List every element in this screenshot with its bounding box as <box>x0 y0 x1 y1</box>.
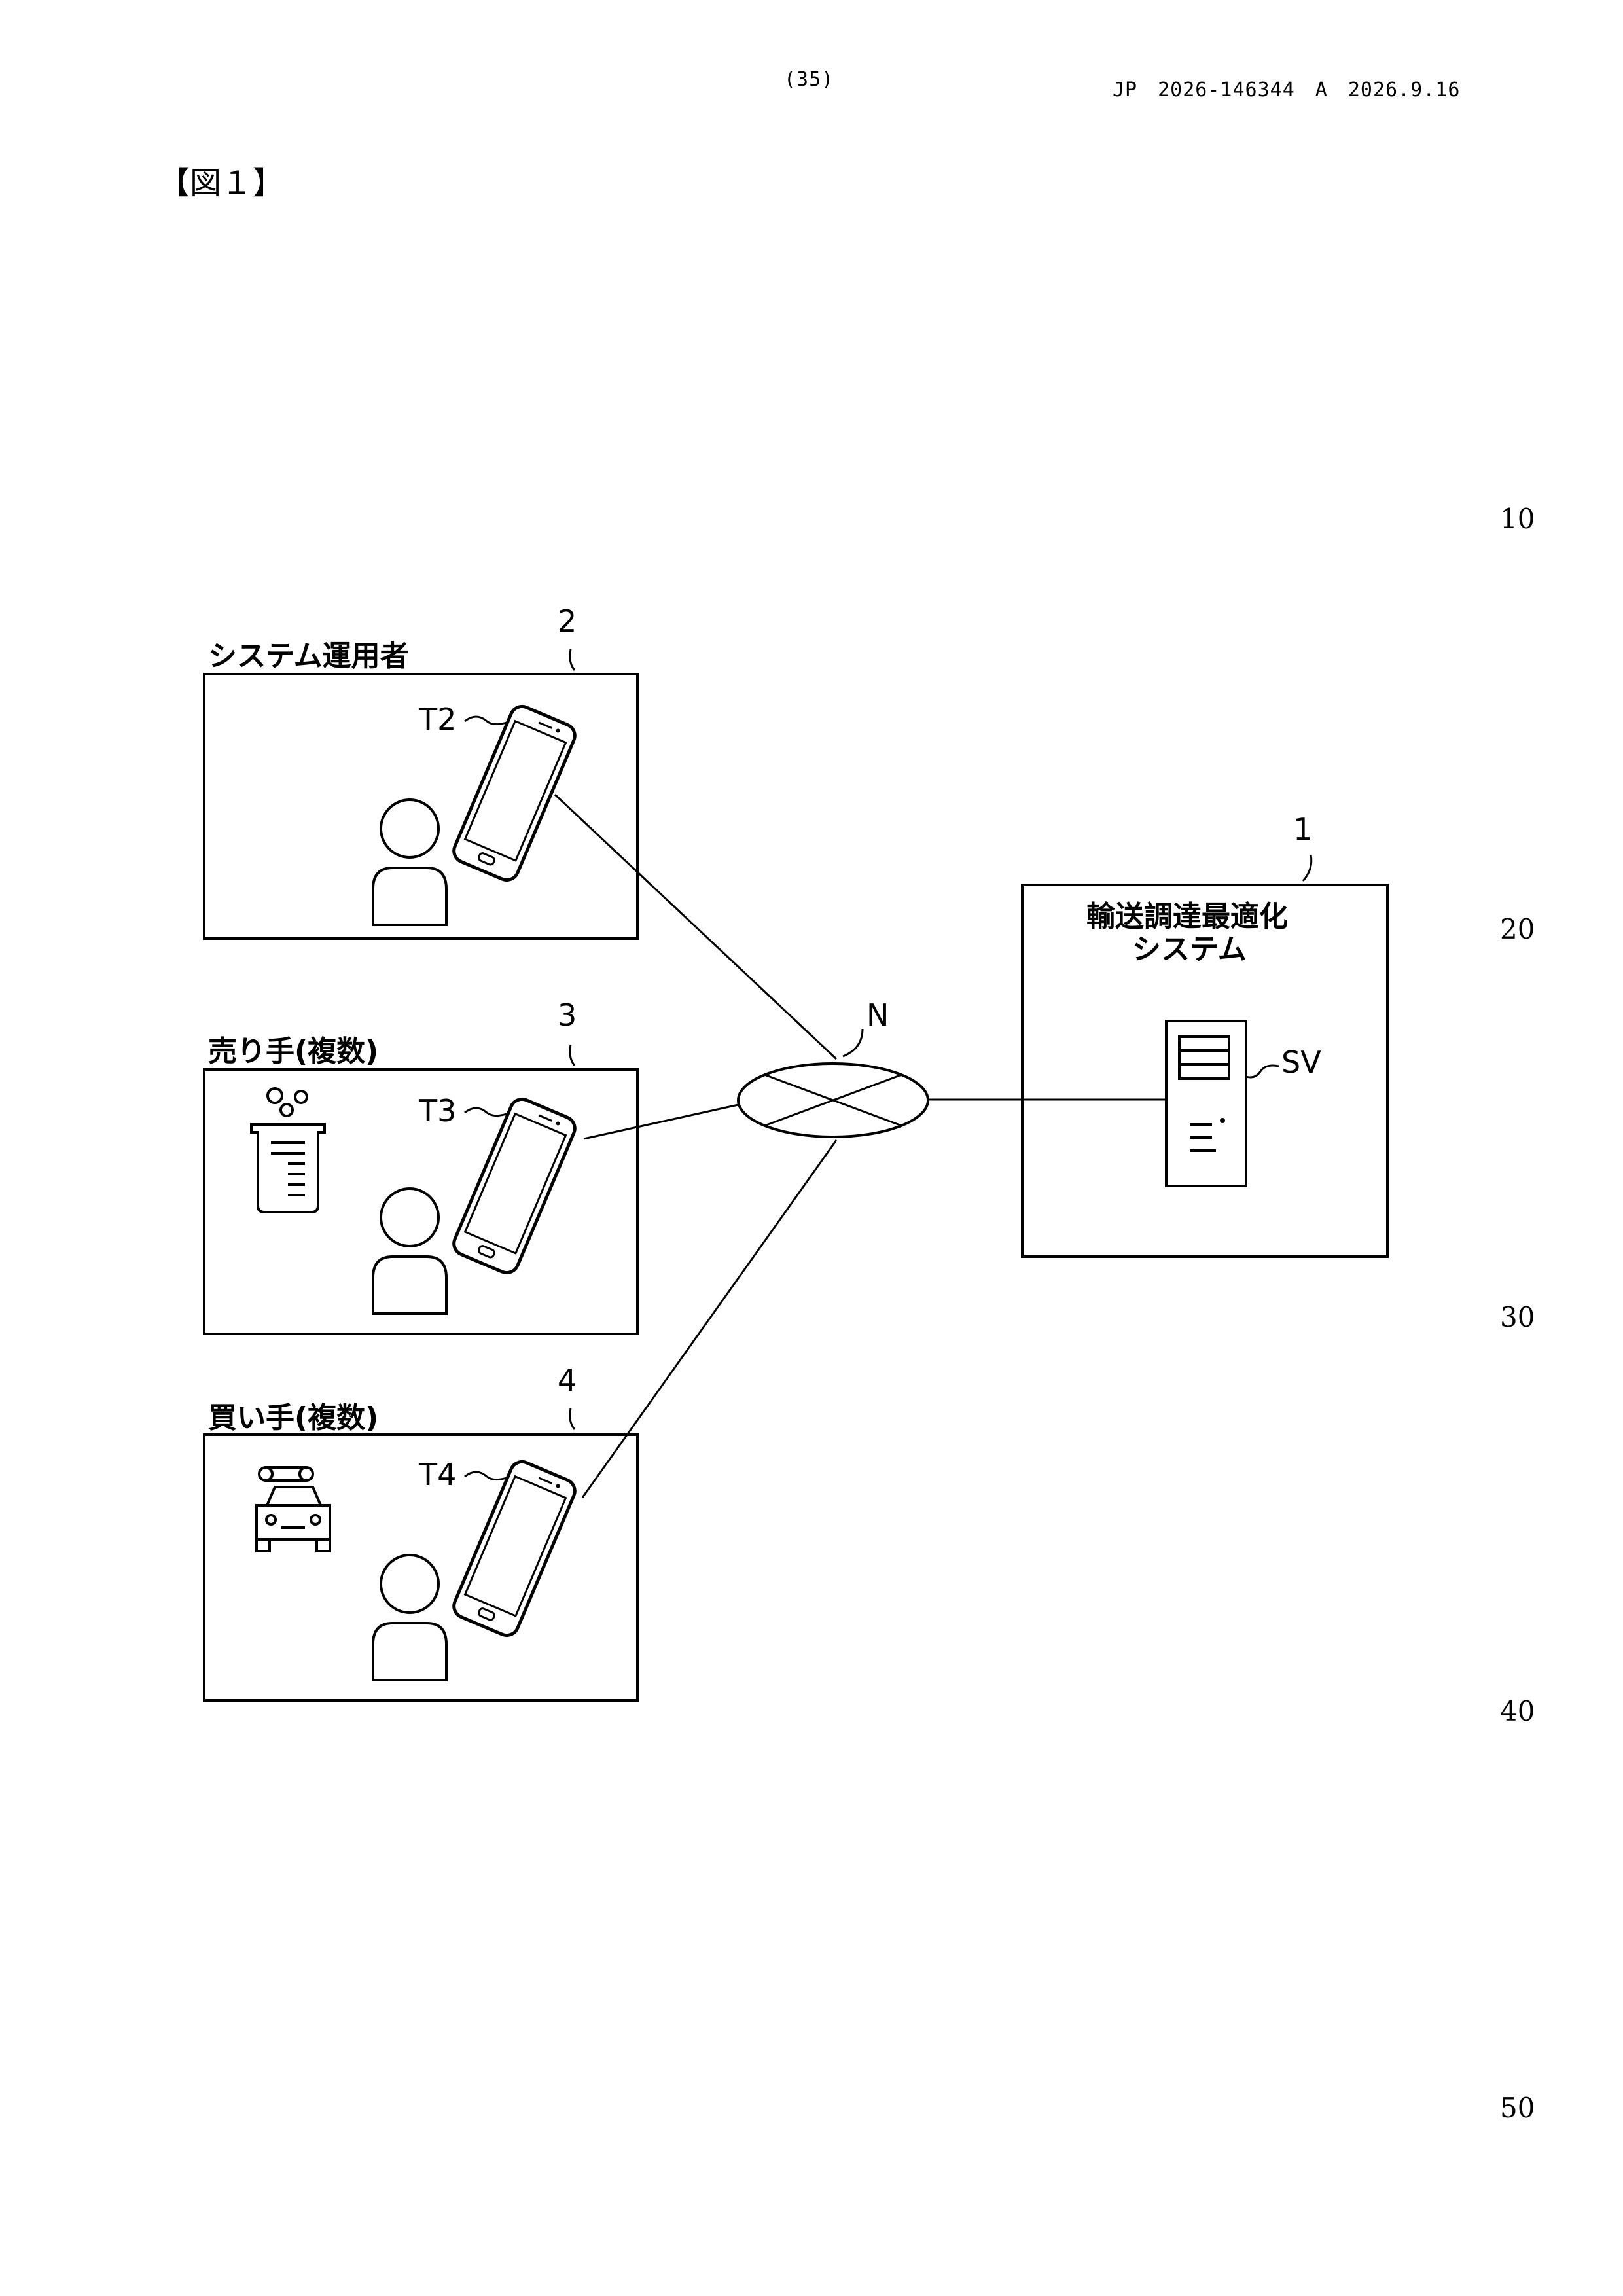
link-operator-network <box>555 795 836 1059</box>
leader-2 <box>570 649 575 670</box>
operator-box-title: システム運用者 <box>208 632 409 674</box>
leader-4 <box>570 1408 575 1429</box>
server-label: SV <box>1281 1045 1321 1080</box>
leader-T3 <box>465 1108 507 1116</box>
leader-SV <box>1246 1066 1279 1077</box>
person-icon <box>373 1189 446 1314</box>
system-box-title-line2: システム <box>1132 925 1247 967</box>
leader-N <box>843 1029 863 1056</box>
ref-number-1: 1 <box>1293 812 1312 847</box>
car-repair-icon <box>257 1467 330 1551</box>
buyer-box-title: 買い手(複数) <box>208 1394 378 1436</box>
server-icon <box>1166 1021 1246 1186</box>
ref-number-4: 4 <box>558 1363 577 1398</box>
link-seller-network <box>584 1105 738 1139</box>
network-label: N <box>866 997 889 1033</box>
link-buyer-network <box>582 1140 836 1498</box>
leader-3 <box>570 1045 575 1066</box>
ref-number-2: 2 <box>558 603 577 639</box>
smartphone-icon <box>450 1096 579 1276</box>
smartphone-icon <box>450 1458 579 1639</box>
terminal-label-t4: T4 <box>419 1457 456 1492</box>
leader-1 <box>1303 855 1311 881</box>
seller-box-title: 売り手(複数) <box>208 1028 378 1069</box>
beaker-icon <box>251 1088 325 1212</box>
person-icon <box>373 1555 446 1680</box>
terminal-label-t3: T3 <box>419 1093 456 1128</box>
smartphone-icon <box>450 703 579 884</box>
person-icon <box>373 800 446 925</box>
terminal-label-t2: T2 <box>419 702 456 737</box>
network-node <box>738 1064 928 1137</box>
leader-T4 <box>465 1472 507 1480</box>
leader-T2 <box>465 717 507 725</box>
ref-number-3: 3 <box>558 997 577 1033</box>
